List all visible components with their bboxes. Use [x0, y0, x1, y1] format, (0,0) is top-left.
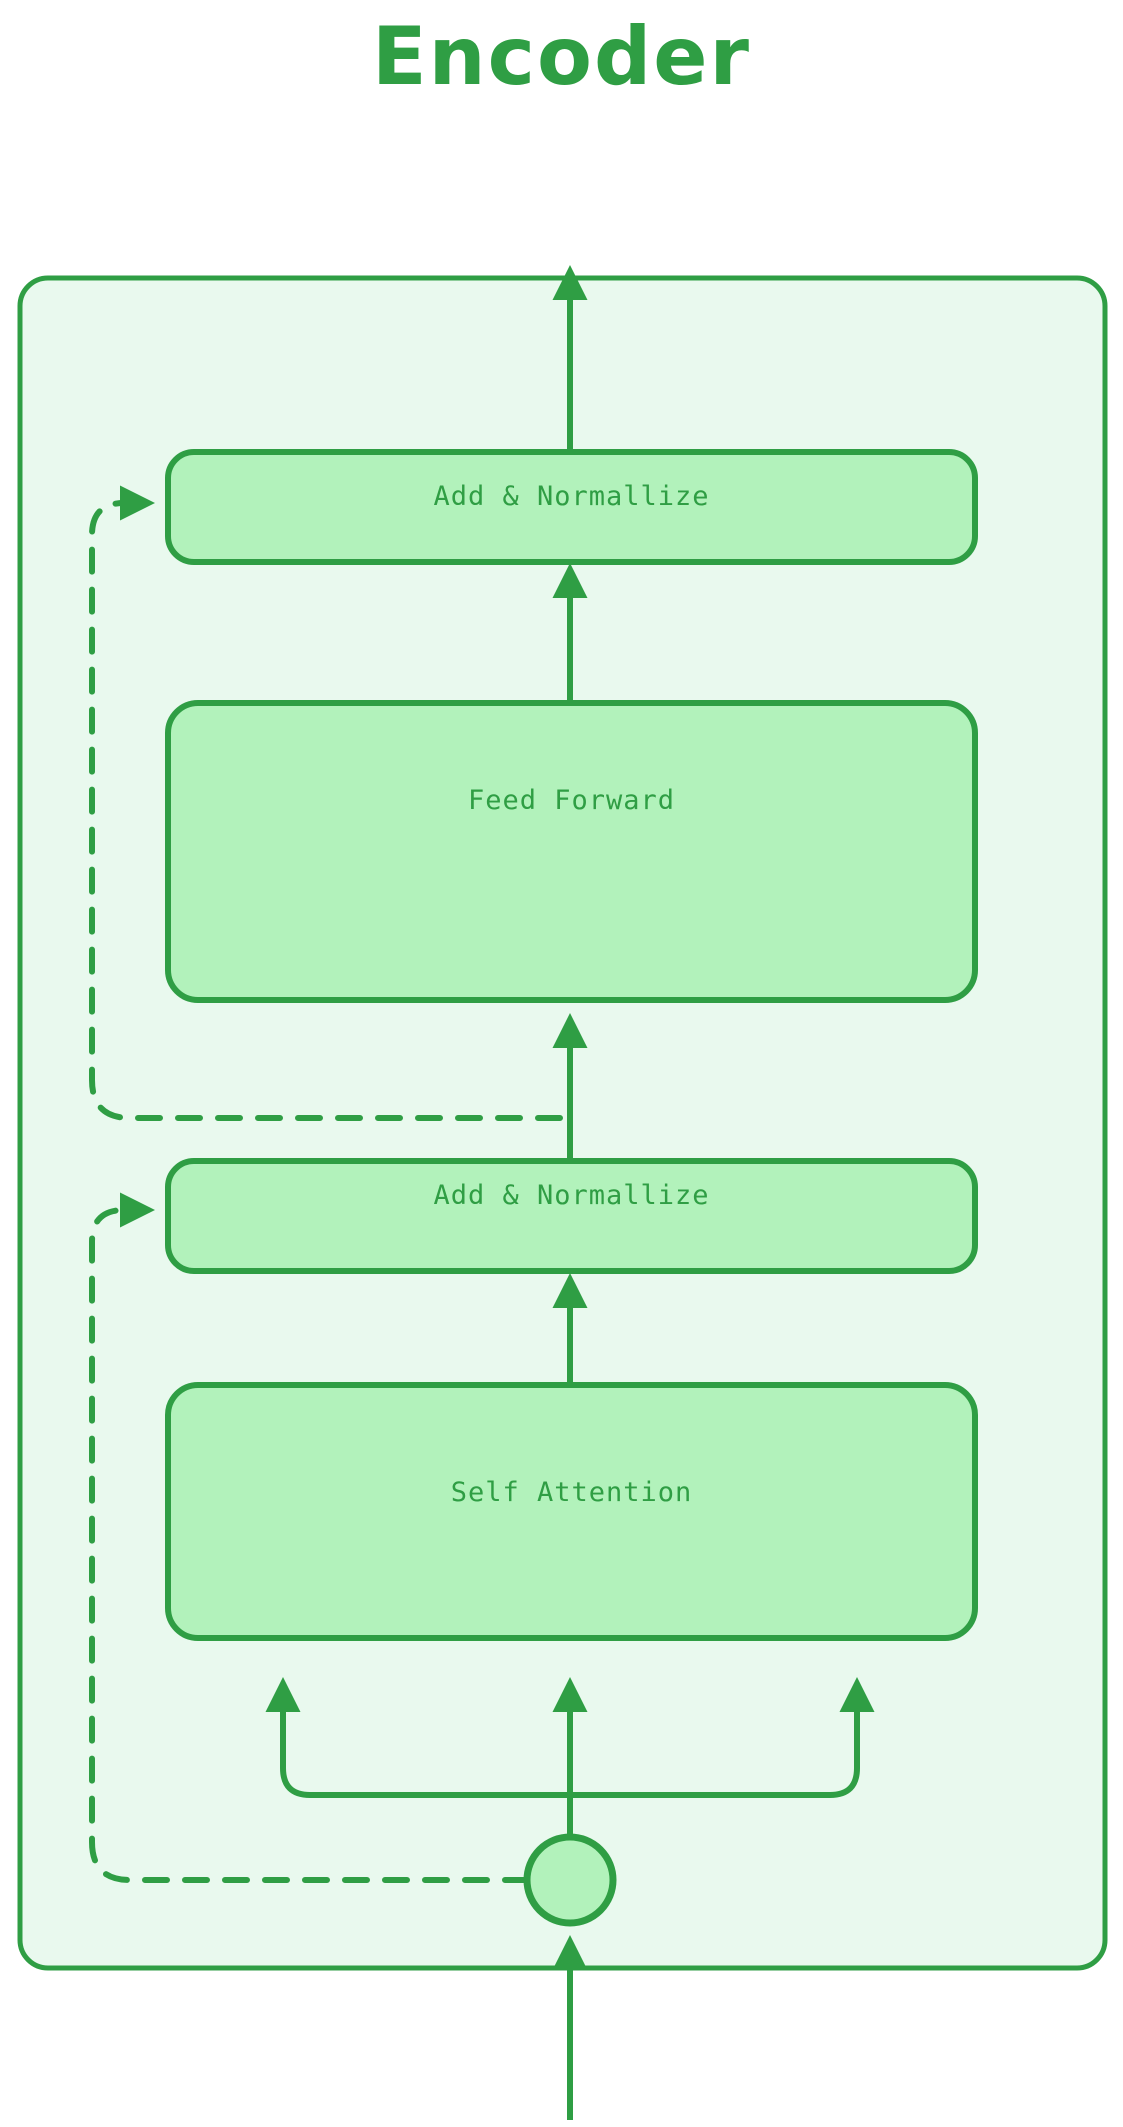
edge-split-to-attention-left [265, 1677, 570, 1798]
edge-residual-upper [89, 485, 563, 1121]
add-norm-bottom-box [165, 1158, 978, 1274]
add-norm-top-label: Add & Normallize [433, 481, 710, 512]
add-norm-bottom-label: Add & Normallize [433, 1180, 710, 1211]
split-node-circle [523, 1833, 617, 1927]
page-title: Encoder [372, 10, 751, 103]
feed-forward-box [165, 700, 978, 1003]
edge-residual-lower [89, 1192, 530, 1883]
self-attention-box [165, 1382, 978, 1641]
feed-forward-label: Feed Forward [467, 785, 676, 816]
edge-split-to-attention-right [570, 1677, 875, 1798]
self-attention-label: Self Attention [450, 1477, 693, 1508]
